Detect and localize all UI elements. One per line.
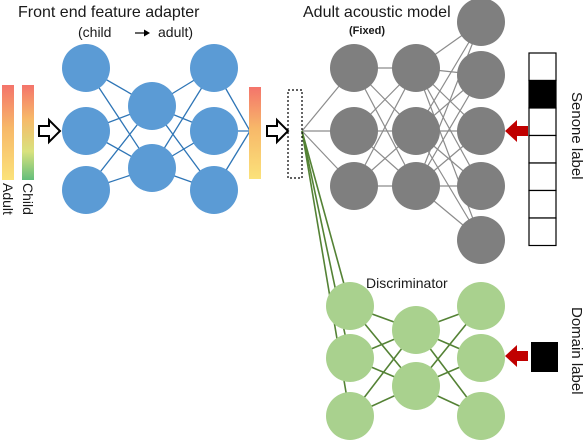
- senone-label-cell: [528, 189, 557, 219]
- discriminator-node: [326, 334, 374, 382]
- acoustic-node: [330, 107, 378, 155]
- discriminator-node: [457, 282, 505, 330]
- senone-label-cell: [528, 107, 557, 137]
- adapter-node: [62, 166, 110, 214]
- acoustic-node: [392, 107, 440, 155]
- adapter-node: [62, 44, 110, 92]
- acoustic-node: [457, 51, 505, 99]
- acoustic-edge: [415, 67, 482, 241]
- adapter-node: [190, 44, 238, 92]
- adapter-title: Front end feature adapter: [18, 4, 200, 21]
- discriminator-node: [392, 306, 440, 354]
- adapted-arrow-icon: [266, 117, 290, 145]
- domain-label-box: [531, 342, 558, 372]
- child-label: Child: [20, 183, 36, 215]
- acoustic-edge: [415, 21, 482, 187]
- adapter-subtitle-left: (child: [78, 24, 112, 40]
- adapter-subtitle-right: adult): [158, 24, 194, 40]
- discriminator-node: [457, 392, 505, 440]
- senone-label-cell: [528, 162, 557, 192]
- senone-label-cell: [528, 217, 557, 247]
- senone-arrow-icon: [505, 120, 528, 142]
- adapter-node: [190, 166, 238, 214]
- senone-label-cell: [528, 52, 557, 82]
- adapter-node: [128, 144, 176, 192]
- child-feature-bar: [22, 85, 34, 180]
- adapter-node: [128, 82, 176, 130]
- acoustic-node: [457, 0, 505, 46]
- acoustic-node: [330, 162, 378, 210]
- senone-label-stack: [528, 52, 557, 247]
- discriminator-node: [326, 392, 374, 440]
- acoustic-model-title: Adult acoustic model: [303, 4, 451, 21]
- nodes-layer: [62, 0, 505, 440]
- senone-label-text: Senone label: [568, 92, 585, 180]
- senone-label-cell: [528, 79, 557, 109]
- adapter-node: [190, 107, 238, 155]
- acoustic-node: [392, 44, 440, 92]
- discriminator-title: Discriminator: [366, 275, 448, 291]
- adult-label: Adult: [0, 183, 16, 215]
- acoustic-model-subtitle: (Fixed): [349, 25, 386, 37]
- discriminator-node: [392, 362, 440, 410]
- acoustic-node: [457, 216, 505, 264]
- input-arrow-icon: [38, 117, 62, 145]
- acoustic-node: [392, 162, 440, 210]
- senone-label-cell: [528, 134, 557, 164]
- domain-arrow-icon: [505, 345, 528, 367]
- domain-label-text: Domain label: [568, 307, 585, 395]
- adult-feature-bar: [2, 85, 14, 180]
- acoustic-node: [457, 162, 505, 210]
- adapter-node: [62, 107, 110, 155]
- adapted-feature-bar: [249, 87, 261, 179]
- right-arrow-icon: [135, 29, 150, 37]
- acoustic-node: [330, 44, 378, 92]
- discriminator-node: [326, 282, 374, 330]
- discriminator-node: [457, 334, 505, 382]
- am-input-layer: [287, 89, 303, 179]
- discriminator-edge: [301, 130, 351, 307]
- acoustic-node: [457, 107, 505, 155]
